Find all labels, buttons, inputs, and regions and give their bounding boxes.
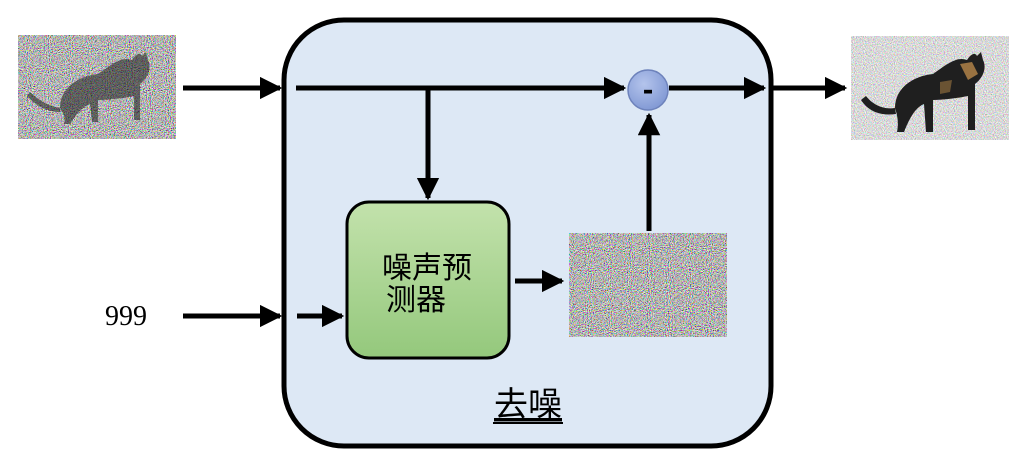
subtract-node: - [627,69,669,111]
predictor-label-line1: 噪声预 [382,251,472,286]
denoised-output-image [851,36,1009,140]
subtract-symbol: - [643,76,654,106]
noise-predictor-box: 噪声预 测器 [345,200,511,360]
predictor-label-line2: 测器 [386,283,446,318]
timestep-label: 999 [105,301,147,332]
noisy-input-image [18,35,176,139]
predicted-noise-image [569,233,727,337]
module-title: 去噪 [494,385,562,425]
